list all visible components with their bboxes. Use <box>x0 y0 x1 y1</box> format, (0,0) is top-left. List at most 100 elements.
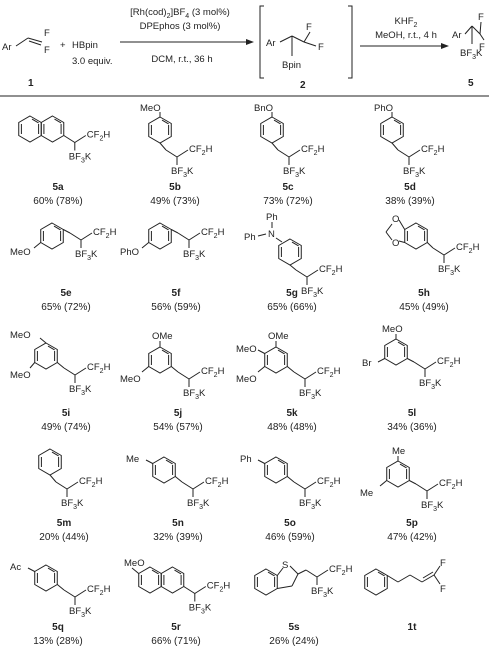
yield-5a: 60% (78%) <box>33 196 82 207</box>
svg-text:Me: Me <box>360 488 373 499</box>
reagent-hbpin: HBpin <box>72 40 98 51</box>
label-5r: 5r <box>171 622 181 633</box>
svg-text:Ph: Ph <box>266 212 278 223</box>
yield-5m: 20% (44%) <box>39 532 88 543</box>
svg-text:F: F <box>318 42 324 53</box>
yield-5d: 38% (39%) <box>385 196 434 207</box>
svg-text:PhO: PhO <box>120 247 139 258</box>
cond1-solvent: DCM, r.t., 36 h <box>151 54 212 65</box>
svg-text:BnO: BnO <box>254 103 273 114</box>
yield-5g: 65% (66%) <box>267 302 316 313</box>
label-5d: 5d <box>404 182 416 193</box>
yield-5r: 66% (71%) <box>151 636 200 647</box>
svg-text:+: + <box>60 40 66 51</box>
compound-5g: Ph N Ph 5g 65% (66%) <box>244 212 344 313</box>
intermediate-label: 2 <box>300 80 306 91</box>
label-5s: 5s <box>288 622 300 633</box>
compound-5m: 5m 20% (44%) <box>38 448 104 543</box>
svg-text:MeO: MeO <box>120 374 141 385</box>
svg-text:Me: Me <box>392 446 405 457</box>
svg-text:Me: Me <box>126 454 139 465</box>
svg-text:MeO: MeO <box>140 103 161 114</box>
label-5n: 5n <box>172 518 184 529</box>
compound-5a: 5a 60% (78%) <box>18 115 111 207</box>
yield-5p: 47% (42%) <box>387 532 436 543</box>
svg-text:F: F <box>440 584 446 595</box>
product-label: 5 <box>468 78 474 89</box>
svg-text:Ph: Ph <box>240 454 252 465</box>
compound-5h: O O 5h 45% (49%) <box>385 214 481 313</box>
yield-5b: 49% (73%) <box>150 196 199 207</box>
start-ar: Ar <box>2 42 12 53</box>
yield-5q: 13% (28%) <box>33 636 82 647</box>
cond1-ligand: DPEphos (3 mol%) <box>140 21 221 32</box>
svg-text:PhO: PhO <box>374 103 393 114</box>
compound-5b: MeO 5b 49% (73%) <box>140 103 214 207</box>
svg-text:MeO: MeO <box>124 558 145 569</box>
label-5g: 5g <box>286 288 298 299</box>
label-5m: 5m <box>57 518 72 529</box>
svg-text:MeO: MeO <box>10 247 31 258</box>
compound-5q: Ac 5q 13% (28%) <box>10 562 112 647</box>
reaction-header: Ar F F 1 + HBpin 3.0 equiv. [Rh(cod)2]BF… <box>0 5 489 97</box>
compound-5o: Ph 5o 46% (59%) <box>240 454 342 543</box>
label-5q: 5q <box>52 622 64 633</box>
svg-text:Ac: Ac <box>10 562 21 573</box>
compound-5n: Me 5n 32% (39%) <box>126 454 230 543</box>
yield-5j: 54% (57%) <box>153 422 202 433</box>
svg-text:F: F <box>440 558 446 569</box>
yield-5i: 49% (74%) <box>41 422 90 433</box>
svg-text:MeO: MeO <box>10 330 31 341</box>
svg-text:F: F <box>44 28 50 39</box>
compound-5c: BnO 5c 73% (72%) <box>254 103 326 207</box>
yield-5s: 26% (24%) <box>269 636 318 647</box>
svg-text:F: F <box>478 12 484 23</box>
svg-text:O: O <box>392 238 399 249</box>
svg-text:OMe: OMe <box>152 331 173 342</box>
cond1-catalyst: [Rh(cod)2]BF4 (3 mol%) <box>130 7 230 20</box>
compound-5i: MeO MeO 5i 49% (74%) <box>10 330 112 433</box>
start-label: 1 <box>28 78 34 89</box>
compound-5r: MeO 5r 66% (71%) <box>124 558 231 647</box>
svg-text:S: S <box>282 560 288 571</box>
svg-text:F: F <box>306 22 312 33</box>
compound-5d: PhO 5d 38% (39%) <box>374 103 446 207</box>
reagent-equiv: 3.0 equiv. <box>72 56 113 67</box>
yield-5e: 65% (72%) <box>41 302 90 313</box>
yield-5o: 46% (59%) <box>265 532 314 543</box>
compound-1t: F F 1t <box>364 558 446 633</box>
yield-5c: 73% (72%) <box>263 196 312 207</box>
cond2-solvent: MeOH, r.t., 4 h <box>375 30 437 41</box>
svg-text:Ar: Ar <box>266 38 276 49</box>
compound-5p: Me Me 5p 47% (42%) <box>360 446 464 543</box>
label-5j: 5j <box>174 408 183 419</box>
svg-text:Ar: Ar <box>452 30 462 41</box>
svg-text:O: O <box>392 214 399 225</box>
svg-text:Br: Br <box>362 358 372 369</box>
svg-text:BF3K: BF3K <box>460 48 483 61</box>
label-5a: 5a <box>52 182 64 193</box>
compound-5e: MeO 5e 65% (72%) <box>10 222 118 313</box>
compound-5f: PhO 5f 56% (59%) <box>120 222 226 313</box>
svg-text:OMe: OMe <box>268 331 289 342</box>
label-5o: 5o <box>284 518 296 529</box>
compound-5k: OMe MeO MeO 5k 48% (48%) <box>236 331 342 433</box>
svg-text:F: F <box>44 45 50 56</box>
label-5h: 5h <box>418 288 430 299</box>
svg-text:MeO: MeO <box>10 370 31 381</box>
label-5i: 5i <box>62 408 71 419</box>
svg-text:N: N <box>268 229 275 240</box>
label-5c: 5c <box>282 182 294 193</box>
compound-5l: MeO Br 5l 34% (36%) <box>362 324 462 433</box>
yield-5k: 48% (48%) <box>267 422 316 433</box>
svg-text:Bpin: Bpin <box>282 60 301 71</box>
yield-5l: 34% (36%) <box>387 422 436 433</box>
label-5k: 5k <box>286 408 298 419</box>
label-5e: 5e <box>60 288 72 299</box>
compound-5j: OMe MeO 5j 54% (57%) <box>120 331 226 433</box>
yield-5f: 56% (59%) <box>151 302 200 313</box>
label-5f: 5f <box>172 288 182 299</box>
svg-text:F: F <box>479 42 485 53</box>
label-5b: 5b <box>169 182 181 193</box>
